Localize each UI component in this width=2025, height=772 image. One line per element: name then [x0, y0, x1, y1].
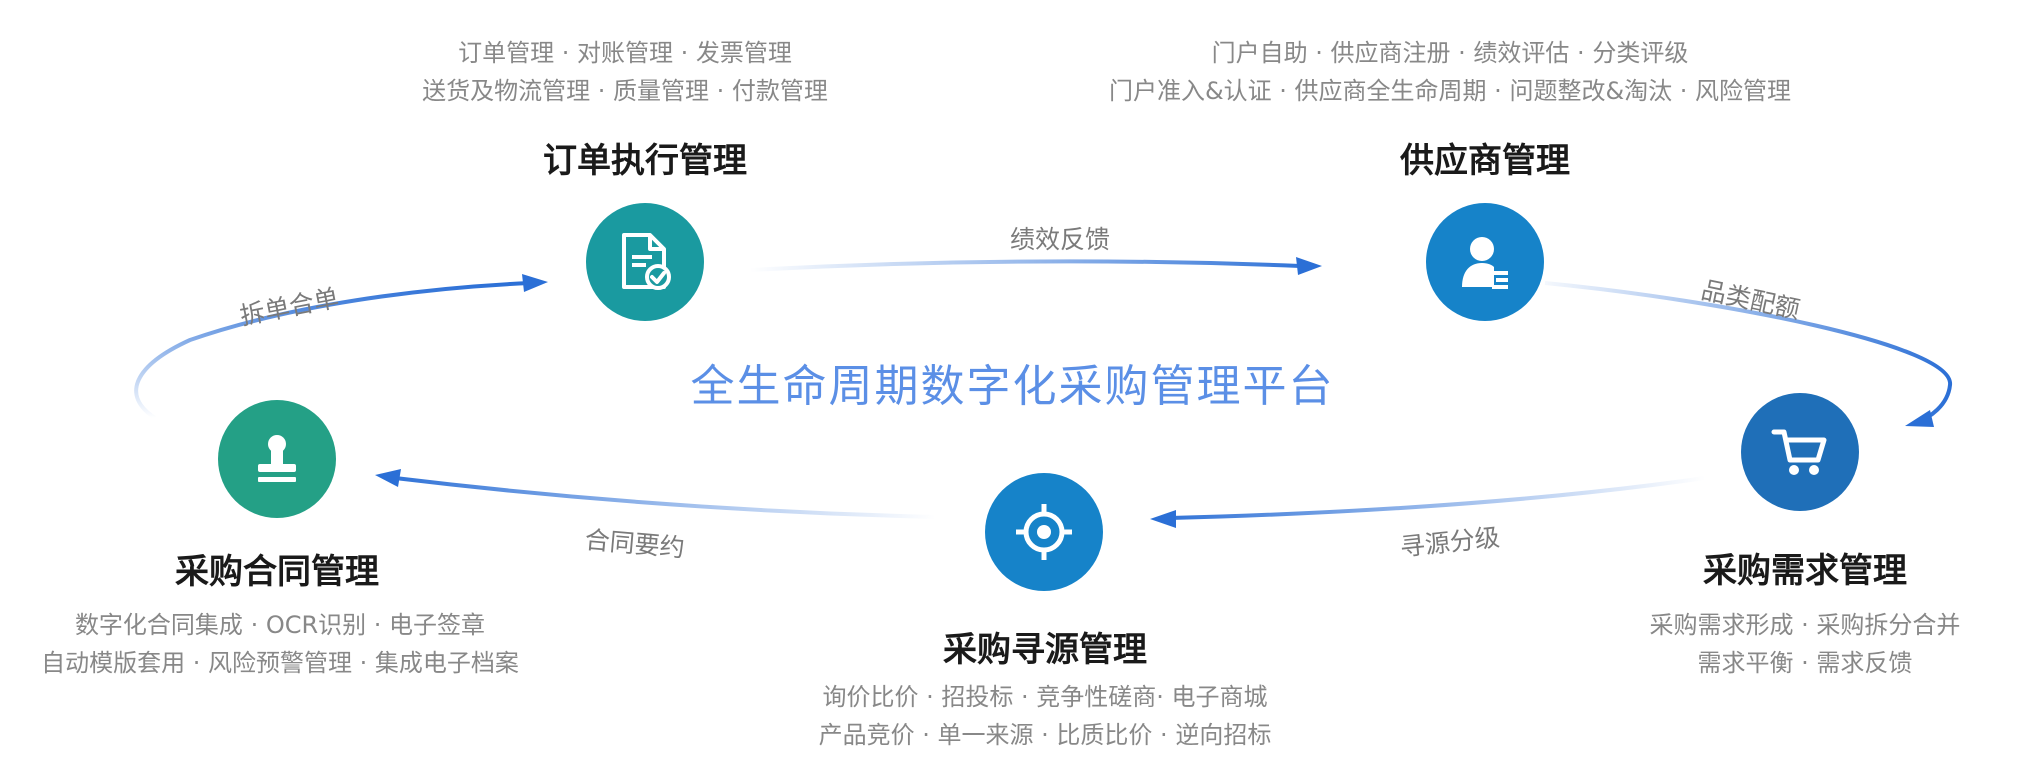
- contract-desc: 数字化合同集成 · OCR识别 · 电子签章 自动模版套用 · 风险预警管理 ·…: [10, 606, 550, 682]
- sourcing-node: [985, 473, 1103, 591]
- arrow-sourcing-grade: [1169, 476, 1706, 520]
- demand-title: 采购需求管理: [1703, 551, 1907, 591]
- arrow-head-split-merge: [522, 274, 548, 292]
- demand-node: [1741, 393, 1859, 511]
- order-desc: 订单管理 · 对账管理 · 发票管理 送货及物流管理 · 质量管理 · 付款管理: [390, 34, 860, 110]
- supplier-desc-line: 门户准入&认证 · 供应商全生命周期 · 问题整改&淘汰 · 风险管理: [1108, 77, 1792, 105]
- contract-node: [218, 400, 336, 518]
- sourcing-desc-line: 产品竞价 · 单一来源 · 比质比价 · 逆向招标: [818, 721, 1272, 749]
- arrow-head-contract-sign: [375, 469, 401, 487]
- order-node: [586, 203, 704, 321]
- arrow-split-merge: [134, 281, 531, 420]
- arrow-perf-feedback: [749, 259, 1301, 272]
- supplier-desc-line: 门户自助 · 供应商注册 · 绩效评估 · 分类评级: [1211, 39, 1689, 67]
- target-crosshair-icon: [1016, 504, 1072, 560]
- order-desc-line: 订单管理 · 对账管理 · 发票管理: [458, 39, 792, 67]
- contract-title: 采购合同管理: [175, 552, 379, 592]
- contract-desc-line: 自动模版套用 · 风险预警管理 · 集成电子档案: [41, 649, 519, 677]
- supplier-title: 供应商管理: [1400, 141, 1570, 181]
- sourcing-desc-line: 询价比价 · 招投标 · 竞争性磋商· 电子商城: [822, 683, 1268, 711]
- supplier-node: [1426, 203, 1544, 321]
- sourcing-title: 采购寻源管理: [943, 630, 1147, 670]
- arrow-category-quota: [1544, 281, 1953, 425]
- arrow-head-sourcing-grade: [1150, 510, 1176, 528]
- supplier-user-icon: [1462, 237, 1508, 289]
- platform-title: 全生命周期数字化采购管理平台: [690, 361, 1335, 412]
- document-check-icon: [622, 233, 671, 290]
- supplier-desc: 门户自助 · 供应商注册 · 绩效评估 · 分类评级 门户准入&认证 · 供应商…: [1100, 34, 1800, 110]
- arrow-label-perf-feedback: 绩效反馈: [1010, 225, 1111, 254]
- contract-desc-line: 数字化合同集成 · OCR识别 · 电子签章: [74, 611, 486, 639]
- arrow-head-perf-feedback: [1296, 257, 1322, 275]
- shopping-cart-icon: [1771, 429, 1827, 475]
- arrow-head-category-quota: [1905, 410, 1934, 427]
- sourcing-desc: 询价比价 · 招投标 · 竞争性磋商· 电子商城 产品竞价 · 单一来源 · 比…: [795, 678, 1295, 754]
- stamp-icon: [258, 435, 296, 482]
- demand-desc: 采购需求形成 · 采购拆分合并 需求平衡 · 需求反馈: [1640, 606, 1970, 682]
- arrow-contract-sign: [394, 476, 936, 519]
- demand-desc-line: 采购需求形成 · 采购拆分合并: [1649, 611, 1961, 639]
- order-desc-line: 送货及物流管理 · 质量管理 · 付款管理: [422, 77, 828, 105]
- demand-desc-line: 需求平衡 · 需求反馈: [1697, 649, 1913, 677]
- order-title: 订单执行管理: [543, 141, 747, 181]
